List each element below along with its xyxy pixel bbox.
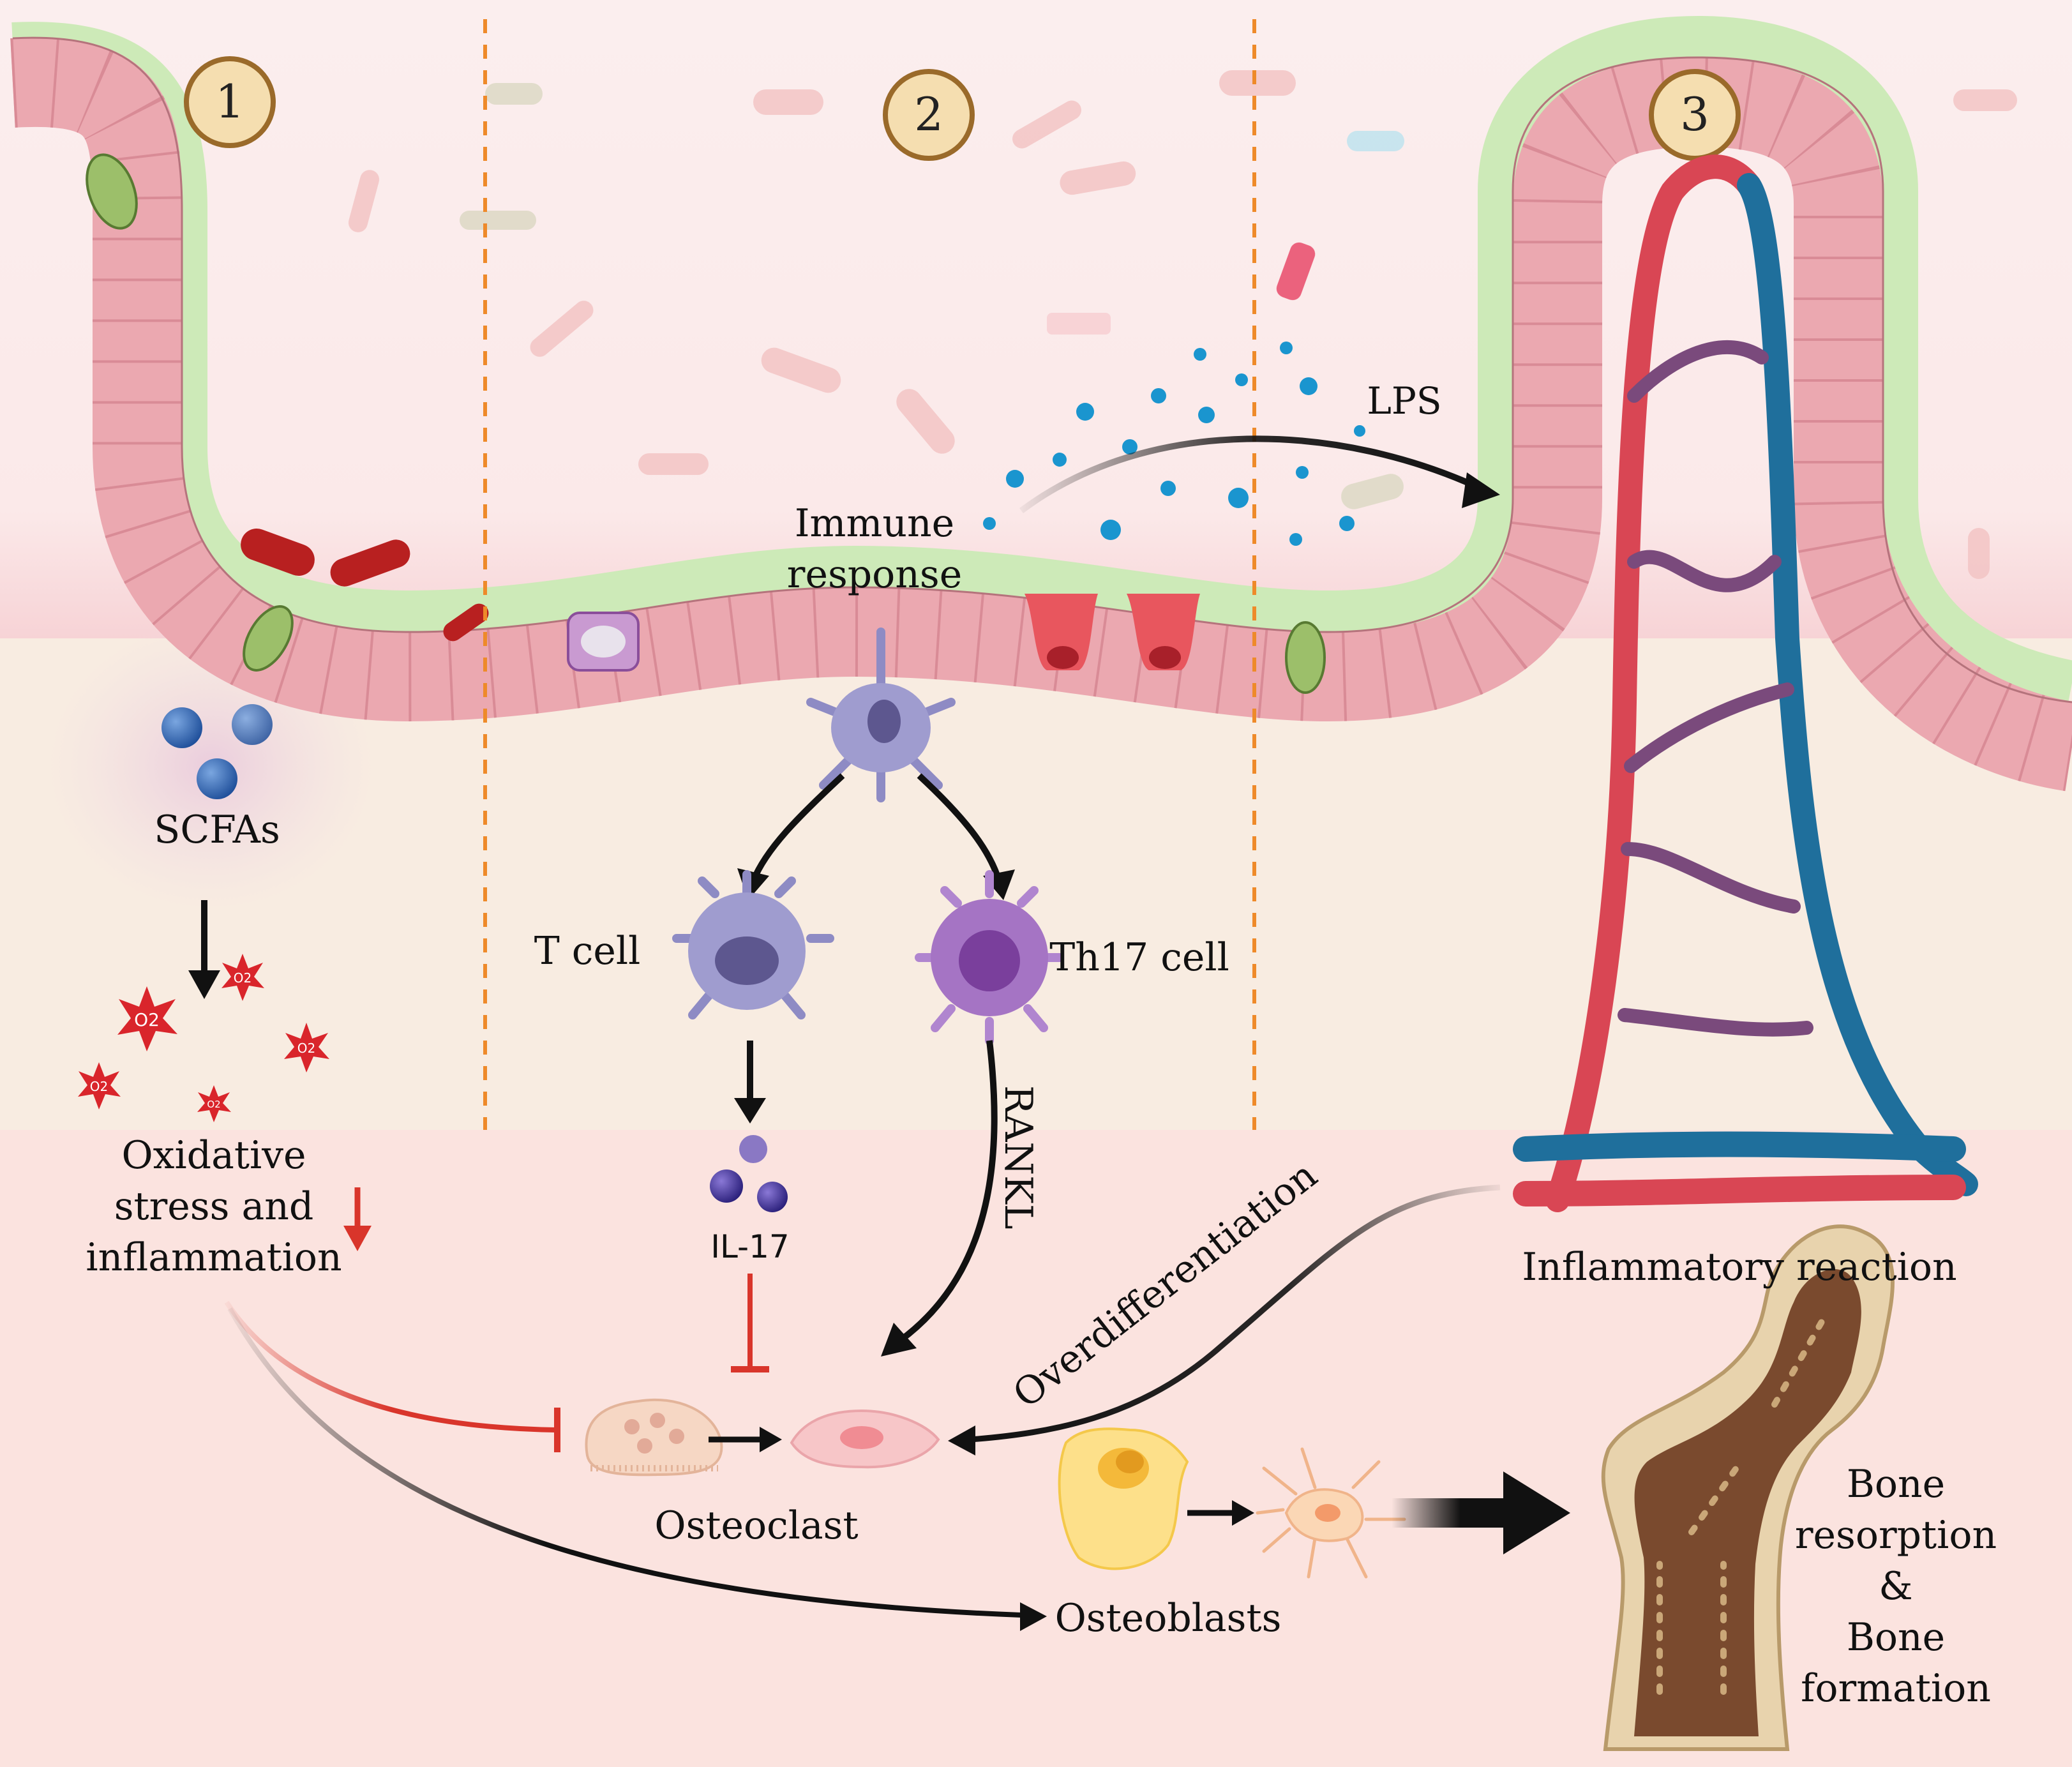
svg-text:3: 3 — [1680, 87, 1709, 141]
scfas-label: SCFAs — [154, 808, 280, 852]
t-cell-label: T cell — [534, 929, 641, 974]
bone-label-line1: Bone — [1847, 1462, 1945, 1507]
osteoblasts-label: Osteoblasts — [1055, 1596, 1282, 1641]
th17-cell-label: Th17 cell — [1049, 935, 1229, 980]
big-arrow-shaft — [1392, 1498, 1506, 1528]
rankl-arrow — [898, 1040, 998, 1344]
t-cell — [672, 870, 834, 1019]
lps-label: LPS — [1367, 379, 1441, 423]
lps-particles — [983, 342, 1365, 546]
oxidative-label-line3: inflammation — [86, 1235, 342, 1280]
inflammatory-reaction-label: Inflammatory reaction — [1522, 1245, 1956, 1290]
th17-cell — [915, 870, 1064, 1045]
osteoblast-precursor — [1058, 1427, 1189, 1570]
bone-label-line3: & — [1879, 1564, 1912, 1609]
femur-bone — [1601, 1224, 1895, 1751]
arrowhead-scfas-down — [188, 970, 220, 999]
osteoclast — [790, 1409, 940, 1469]
epithelium-outline — [12, 36, 2072, 703]
scfa-molecules — [161, 704, 273, 799]
arrow-to-t-cell — [750, 773, 845, 882]
goblet-cell — [86, 153, 1326, 694]
bacteria-cluster — [348, 70, 2017, 579]
rankl-label: RANKL — [996, 1085, 1040, 1229]
arrow-to-th17 — [917, 773, 1002, 882]
bone-label-line5: formation — [1801, 1666, 1991, 1711]
svg-text:O2: O2 — [234, 970, 251, 986]
rankl-arrowhead — [881, 1323, 917, 1357]
overdifferentiation-arrowhead — [948, 1425, 975, 1455]
lps-arrow — [1019, 435, 1489, 514]
bone-label-line4: Bone — [1847, 1615, 1945, 1660]
arrowhead-osteoclast — [760, 1427, 782, 1452]
pathogenic-bacteria — [241, 529, 489, 642]
oxidative-to-osteoblasts-curve — [227, 1307, 1022, 1618]
paneth-cell — [567, 612, 640, 672]
epithelium-layer — [10, 38, 2072, 792]
osteoclast-label: Osteoclast — [654, 1503, 858, 1548]
svg-text:O2: O2 — [134, 1009, 160, 1030]
step-2-badge: 2 — [883, 69, 975, 161]
svg-text:O2: O2 — [297, 1041, 315, 1056]
mucus-layer — [11, 16, 2072, 705]
immune-response-label-line2: response — [787, 552, 962, 597]
oxidative-label-line2: stress and — [114, 1184, 314, 1229]
osteoblasts-arrowhead — [1020, 1602, 1047, 1631]
enteroendocrine-cells — [1025, 594, 1200, 670]
immune-response-label-line1: Immune — [795, 501, 954, 546]
svg-text:O2: O2 — [207, 1099, 220, 1110]
il17-label: IL-17 — [710, 1228, 789, 1265]
dendritic-cell — [806, 628, 956, 802]
arrowhead-il17 — [734, 1098, 766, 1124]
big-arrow-head — [1503, 1471, 1570, 1554]
blood-vessels — [1513, 154, 1978, 1212]
lps-arrowhead — [1462, 472, 1500, 508]
oxidative-inhibit-curve — [224, 1300, 556, 1432]
oxygen-radicals: O2 O2 O2 O2 O2 — [78, 954, 329, 1122]
svg-text:2: 2 — [914, 87, 943, 141]
step-1-badge: 1 — [184, 56, 276, 148]
il17-molecules — [710, 1135, 788, 1212]
osteoblast — [1256, 1447, 1406, 1579]
svg-text:O2: O2 — [90, 1079, 108, 1094]
arrowhead-osteoblast — [1232, 1500, 1254, 1526]
oxidative-label-line1: Oxidative — [121, 1133, 306, 1178]
osteoclast-precursor — [585, 1398, 723, 1477]
bone-label-line2: resorption — [1795, 1513, 1997, 1558]
decrease-arrow-icon — [343, 1187, 372, 1251]
svg-text:1: 1 — [215, 75, 244, 128]
step-3-badge: 3 — [1649, 69, 1741, 161]
overdifferentiation-curve — [970, 1184, 1501, 1443]
